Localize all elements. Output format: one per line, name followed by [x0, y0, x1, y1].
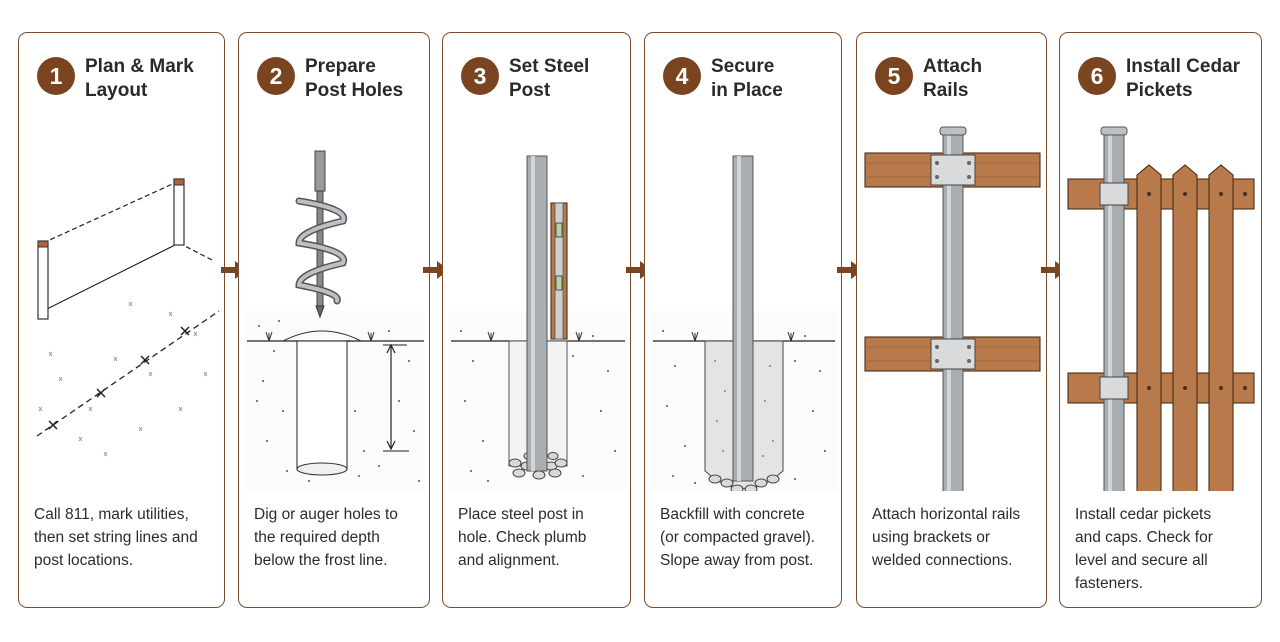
step-description: Dig or auger holes to the required depth… — [254, 506, 398, 569]
step-description: Attach horizontal rails using brackets o… — [872, 506, 1021, 569]
post-rails-brackets-icon — [864, 126, 1041, 491]
step-number-badge: 4 — [663, 57, 701, 95]
step-title: Install Cedar Pickets — [1126, 56, 1241, 101]
step-number-badge: 1 — [37, 57, 75, 95]
step-number-badge: 2 — [257, 57, 295, 95]
step-card-6: 6 Install Cedar Pickets Install cedar pi… — [1059, 32, 1262, 608]
step-title: Prepare Post Holes — [305, 56, 404, 101]
step-card-2: 2 Prepare Post Holes Dig or auger — [238, 32, 430, 608]
concrete-backfill-icon — [651, 155, 837, 491]
step-description: Install cedar pickets and caps. Check fo… — [1075, 506, 1213, 592]
cedar-pickets-icon — [1067, 126, 1255, 491]
step-title: Secure in Place — [711, 56, 783, 101]
step-description: Call 811, mark utilities, then set strin… — [34, 506, 198, 569]
steel-post-level-icon — [449, 155, 627, 491]
auger-hole-icon — [245, 150, 425, 491]
step-number-badge: 5 — [875, 57, 913, 95]
step-title: Plan & Mark Layout — [85, 56, 194, 101]
step-title: Attach Rails — [923, 56, 983, 101]
step-card-5: 5 Attach Rails Attach horizontal rails u… — [856, 32, 1047, 608]
step-number-badge: 6 — [1078, 57, 1116, 95]
step-title: Set Steel Post — [509, 56, 590, 101]
step-description: Place steel post in hole. Check plumb an… — [458, 506, 587, 569]
step-number-badge: 3 — [461, 57, 499, 95]
step-card-4: 4 Secure in Place Backfill with concre — [644, 32, 842, 608]
step-description: Backfill with concrete (or compacted gra… — [660, 506, 816, 569]
step-card-1: 1 Plan & Mark Layout Call 811, mark util… — [18, 32, 225, 608]
layout-stakes-string-icon — [36, 178, 220, 457]
step-card-3: 3 Set Steel Post Place steel post i — [442, 32, 631, 608]
